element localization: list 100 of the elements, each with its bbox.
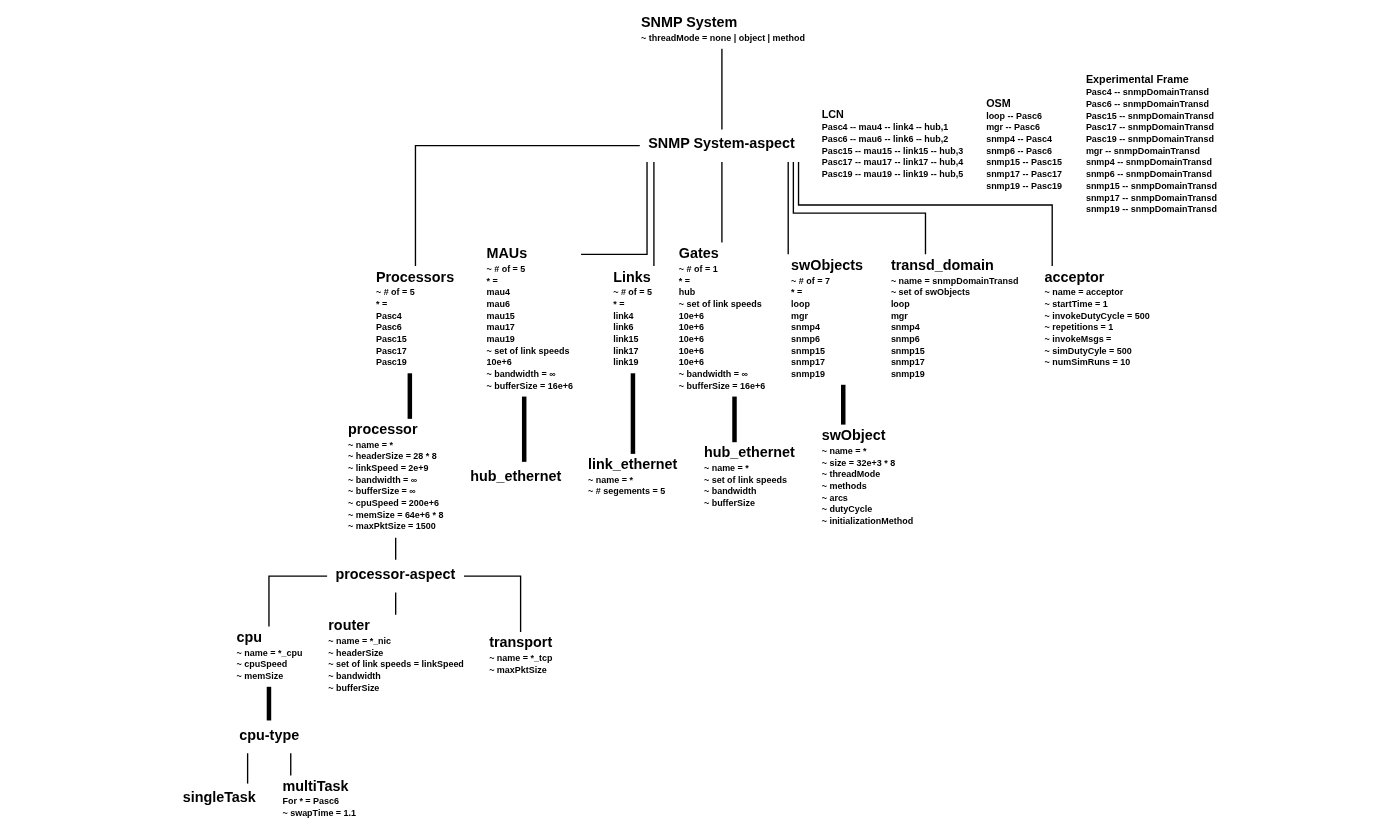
connector (720, 161, 723, 244)
node-text: hub_ethernet (469, 467, 561, 484)
node-text: Links (612, 268, 651, 285)
node-label: ~ maxPktSize (488, 664, 547, 675)
node-label: mgr (890, 310, 908, 321)
node-label: ~ invokeDutyCycle = 500 (1044, 310, 1150, 321)
node-label: link17 (612, 345, 639, 356)
node-label: mgr (790, 310, 808, 321)
label: Pasc4 -- mau4 -- link4 -- hub,1 (821, 122, 948, 133)
node-label: ~ bufferSize = 16e+6 (485, 380, 573, 391)
node-label: loop (890, 299, 910, 310)
label: Pasc19 -- mau19 -- link19 -- hub,5 (821, 169, 963, 180)
node-label: Pasc4 (375, 310, 402, 321)
node-label: snmp4 (790, 322, 820, 333)
node-label: snmp17 (790, 357, 825, 368)
node-label: ~ set of link speeds (678, 299, 762, 310)
node-label: ~ set of link speeds (703, 474, 787, 485)
node-label: ~ name = snmpDomainTransd (890, 275, 1018, 286)
label: Pasc17 -- mau17 -- link17 -- hub,4 (821, 157, 963, 168)
node-label: ~ initializationMethod (821, 516, 913, 527)
node-label: Pasc15 (375, 334, 407, 345)
label: Pasc15 -- snmpDomainTransd (1085, 110, 1214, 121)
node-label: ~ headerSize = 28 * 8 (347, 451, 437, 462)
label: OSM (985, 96, 1011, 109)
node-label: ~ threadMode = none | object | method (640, 32, 805, 43)
node-label: link15 (612, 334, 639, 345)
node-label: ~ # of = 5 (375, 287, 415, 298)
node-text: MAUs (485, 245, 527, 262)
node-label: 10e+6 (678, 322, 704, 333)
connector (246, 752, 248, 785)
connector (289, 752, 291, 777)
node-label: link4 (612, 310, 634, 321)
node-label: ~ bufferSize (327, 682, 379, 693)
label: snmp4 -- snmpDomainTransd (1085, 157, 1212, 168)
connector (840, 384, 845, 425)
node-label: snmp6 (790, 334, 820, 345)
node-label: snmp15 (790, 345, 825, 356)
node-label: ~ name = *_tcp (488, 653, 552, 664)
node-label: ~ # of = 7 (790, 275, 830, 286)
node-label: ~ maxPktSize = 1500 (347, 521, 436, 532)
label: LCN (821, 108, 844, 121)
connector (521, 396, 526, 462)
node-text: acceptor (1044, 268, 1104, 285)
connector (579, 161, 648, 256)
node-text: transport (488, 634, 552, 651)
node-label: ~ name = * (347, 439, 393, 450)
node-label: ~ linkSpeed = 2e+9 (347, 463, 429, 474)
label: snmp15 -- Pasc15 (985, 157, 1062, 168)
node-label: ~ cpuSpeed (236, 659, 287, 670)
node-label: ~ bandwidth (703, 486, 757, 497)
connector (720, 48, 723, 131)
node-label: ~ name = *_cpu (236, 647, 302, 658)
connector (394, 591, 396, 616)
node-label: ~ cpuSpeed = 200e+6 (347, 498, 439, 509)
node-label: ~ bufferSize = 16e+6 (678, 380, 765, 391)
node-label: ~ name = *_nic (327, 636, 391, 647)
node-label: hub (678, 287, 695, 298)
node-label: snmp19 (790, 369, 825, 380)
label: loop -- Pasc6 (985, 110, 1042, 121)
node-label: ~ # segements = 5 (587, 486, 665, 497)
connector (731, 396, 737, 443)
node-label: ~ # of = 5 (485, 263, 525, 274)
node-label: ~ size = 32e+3 * 8 (821, 457, 895, 468)
node-label: 10e+6 (678, 334, 704, 345)
label: mgr -- Pasc6 (985, 122, 1040, 133)
node-label: ~ set of swObjects (890, 287, 970, 298)
node-label: ~ headerSize (327, 647, 383, 658)
node-text: SNMP System-aspect (647, 135, 795, 152)
node-text: link_ethernet (587, 456, 677, 473)
connector (787, 161, 789, 255)
node-text: SNMP System (640, 14, 737, 31)
connector (797, 161, 1053, 267)
node-label: 10e+6 (485, 357, 512, 368)
node-label: ~ swapTime = 1.1 (281, 808, 356, 819)
node-label: * = (375, 299, 387, 310)
label: Pasc6 -- snmpDomainTransd (1085, 99, 1209, 110)
node-label: Pasc19 (375, 357, 407, 368)
node-label: ~ set of link speeds = linkSpeed (327, 659, 464, 670)
node-label: * = (678, 275, 690, 286)
node-label: ~ simDutyCyle = 500 (1044, 345, 1132, 356)
node-label: snmp6 (890, 334, 920, 345)
node-label: ~ set of link speeds (485, 345, 569, 356)
node-label: Pasc6 (375, 322, 402, 333)
label: snmp15 -- snmpDomainTransd (1085, 180, 1217, 191)
label: Pasc15 -- mau15 -- link15 -- hub,3 (821, 145, 963, 156)
connector (394, 537, 396, 561)
node-text: router (327, 617, 370, 634)
node-label: ~ bandwidth = ∞ (678, 369, 748, 380)
node-label: ~ # of = 5 (612, 287, 652, 298)
node-text: swObject (821, 427, 886, 444)
label: snmp17 -- snmpDomainTransd (1085, 192, 1217, 203)
node-label: ~ # of = 1 (678, 263, 718, 274)
connector (267, 575, 328, 628)
node-label: 10e+6 (678, 345, 704, 356)
label: Pasc6 -- mau6 -- link6 -- hub,2 (821, 134, 948, 145)
label: Pasc17 -- snmpDomainTransd (1085, 122, 1214, 133)
node-text: cpu (236, 629, 262, 646)
node-label: ~ name = * (821, 445, 867, 456)
node-label: 10e+6 (678, 357, 704, 368)
node-label: mau15 (485, 310, 515, 321)
